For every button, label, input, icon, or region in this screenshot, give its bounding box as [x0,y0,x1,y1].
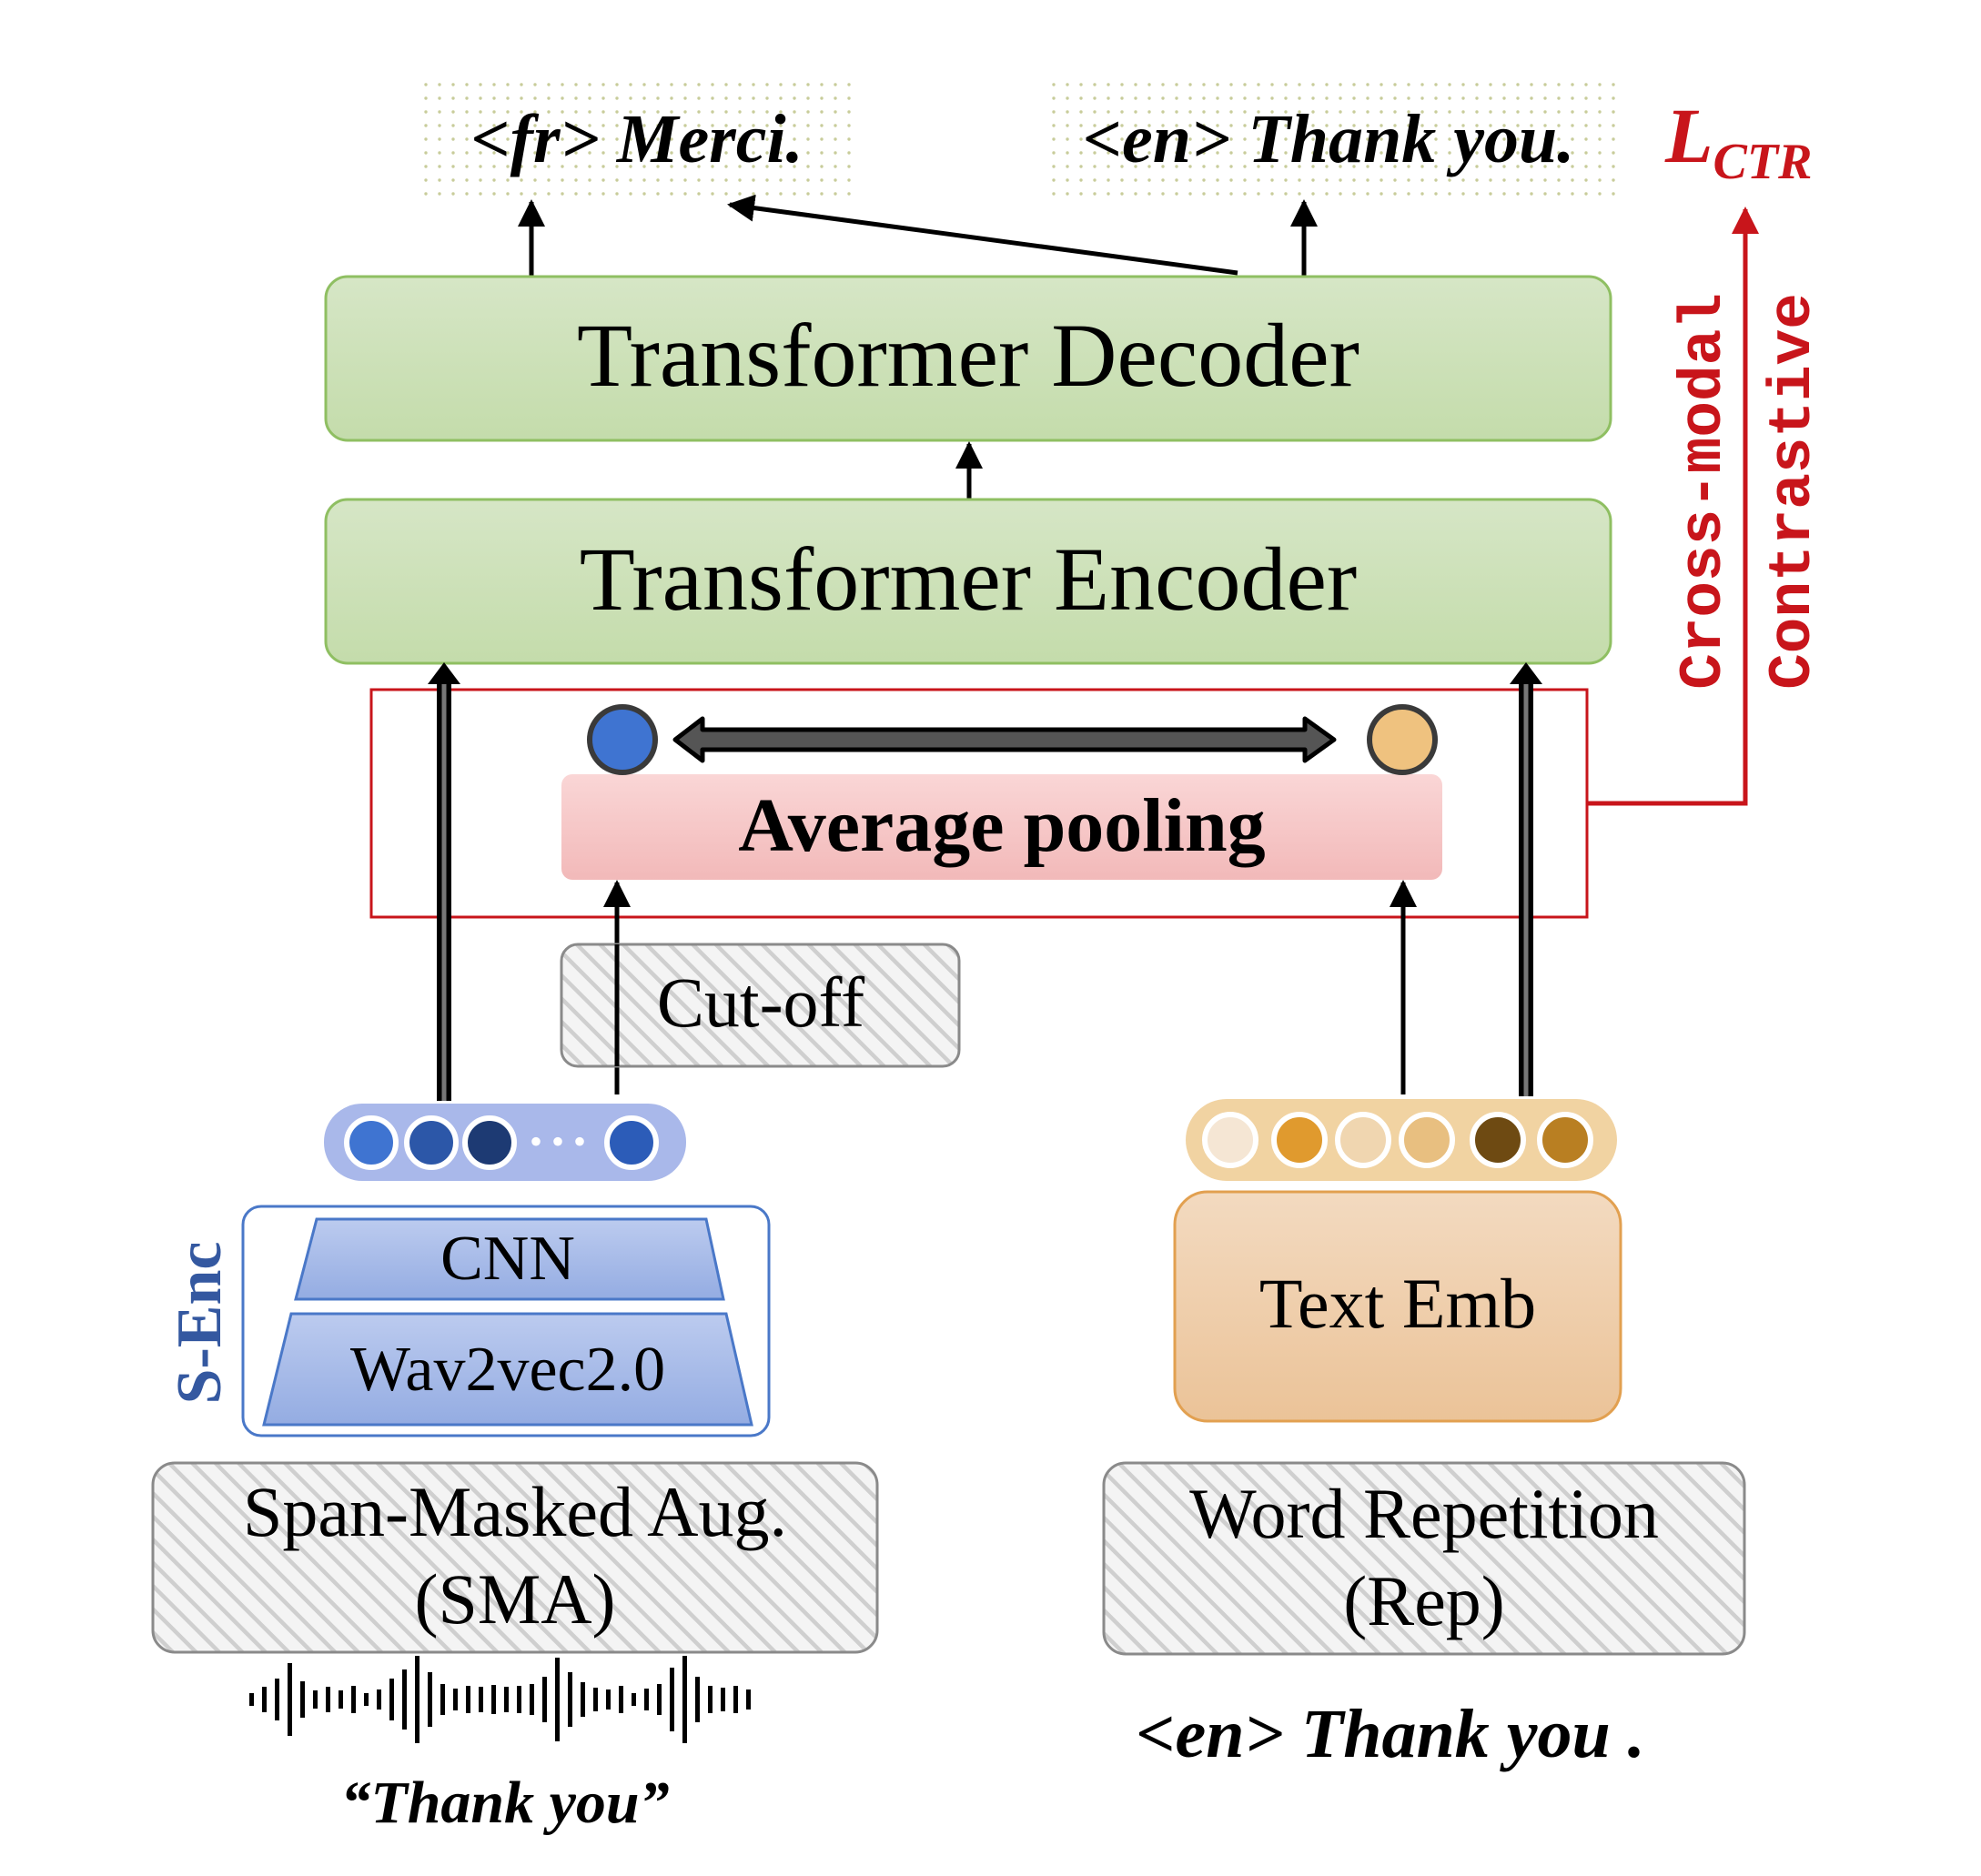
speech-token [462,1115,517,1170]
transformer-encoder-box [324,498,1612,665]
waveform-bar [377,1689,381,1710]
speech-token [344,1115,399,1170]
waveform-bar [351,1686,356,1713]
fr-output-word: Merci. [616,101,804,177]
speech-pooled-vector [587,704,658,775]
en-output-region [1042,73,1624,200]
text-emb-box [1173,1190,1622,1423]
wav2vec-block [262,1312,753,1427]
speech-token [604,1115,659,1170]
waveform-bar [733,1686,738,1713]
waveform-bar [466,1686,470,1713]
waveform-bar [300,1681,305,1718]
en-language-tag: <en> [1083,101,1231,177]
waveform-bar [606,1689,611,1710]
text-tokens [1202,1112,1593,1168]
waveform-bar [504,1687,509,1712]
speech-waveform-icon [249,1656,751,1743]
speech-tokens [344,1115,659,1170]
en-output-word: Thank you. [1248,101,1574,177]
arrow-decoder-diagonal [727,194,1238,276]
cutoff-label: Cut-off [657,963,864,1042]
rep-label-line1: Word Repetition [1189,1474,1659,1553]
cutoff-box [560,943,961,1068]
waveform-bar [262,1687,267,1712]
waveform-bar [491,1685,496,1714]
rep-label-line2: (Rep) [1343,1561,1505,1640]
waveform-bar [593,1688,598,1711]
waveform-bar [479,1687,483,1712]
cnn-label: CNN [440,1224,575,1294]
transformer-decoder-label: Transformer Decoder [577,305,1359,406]
waveform-bar [542,1677,547,1722]
waveform-bar [249,1693,254,1706]
waveform-bar [453,1689,458,1710]
en-output-text: <en> Thank you. [1083,101,1575,177]
loss-symbol: L [1664,92,1713,179]
waveform-bar [339,1690,343,1709]
speech-to-encoder-arrow [428,662,460,1101]
waveform-bar [326,1687,330,1712]
text-token [1202,1112,1258,1168]
waveform-bar [746,1689,751,1710]
waveform-bar [402,1669,407,1730]
speech-input-quote: “Thank you” [340,1770,669,1836]
waveform-bar [555,1658,560,1741]
text-token [1470,1112,1526,1168]
loss-label: LCTR [1664,92,1812,190]
text-to-encoder-arrow [1510,662,1542,1096]
double-headed-arrow [672,716,1337,763]
speech-token [404,1115,459,1170]
text-token [1537,1112,1593,1168]
waveform-bar [721,1688,725,1711]
waveform-bar [288,1663,292,1736]
text-pooled-vector [1367,704,1438,775]
text-emb-label: Text Emb [1259,1264,1536,1343]
waveform-bar [568,1672,572,1727]
average-pooling-box [561,774,1442,880]
text-token [1335,1112,1391,1168]
waveform-bar [517,1686,521,1713]
text-input: <en> Thank you . [1136,1696,1645,1772]
transformer-encoder-label: Transformer Encoder [580,529,1357,630]
loss-subscript: CTR [1713,134,1813,190]
cnn-block [294,1217,725,1301]
waveform-bar [428,1672,432,1727]
average-pooling-label: Average pooling [738,783,1265,868]
waveform-bar [530,1684,534,1715]
waveform-bar [708,1686,713,1713]
waveform-bar [632,1693,636,1706]
waveform-bar [389,1679,394,1720]
contrastive-loss-arrow [1587,207,1759,806]
waveform-bar [657,1684,662,1715]
waveform-bar [364,1693,369,1706]
sma-box [151,1461,879,1654]
waveform-bar [415,1656,419,1743]
waveform-bar [581,1682,585,1717]
waveform-bar [682,1656,687,1743]
contrastive-label: Contrastive [1759,293,1827,690]
waveform-bar [619,1686,623,1713]
sma-label-line2: (SMA) [414,1559,615,1639]
sma-label-line1: Span-Masked Aug. [243,1472,787,1551]
waveform-bar [313,1690,318,1709]
waveform-bar [670,1668,674,1731]
transformer-decoder-box [324,275,1612,442]
speech-encoder-label: S-Enc [165,1242,235,1405]
speech-token-ellipsis: • • • [530,1121,586,1162]
fr-language-tag: <fr> [470,101,600,177]
fr-output-text: <fr> Merci. [470,101,803,177]
cross-modal-label: Cross-modal [1670,293,1738,690]
text-token [1399,1112,1455,1168]
waveform-bar [275,1679,279,1720]
waveform-bar [695,1677,700,1722]
wav2vec-label: Wav2vec2.0 [350,1335,665,1405]
text-token [1271,1112,1328,1168]
fr-output-region [420,73,857,200]
waveform-bar [440,1684,445,1715]
rep-box [1102,1461,1746,1656]
waveform-bar [644,1689,649,1710]
